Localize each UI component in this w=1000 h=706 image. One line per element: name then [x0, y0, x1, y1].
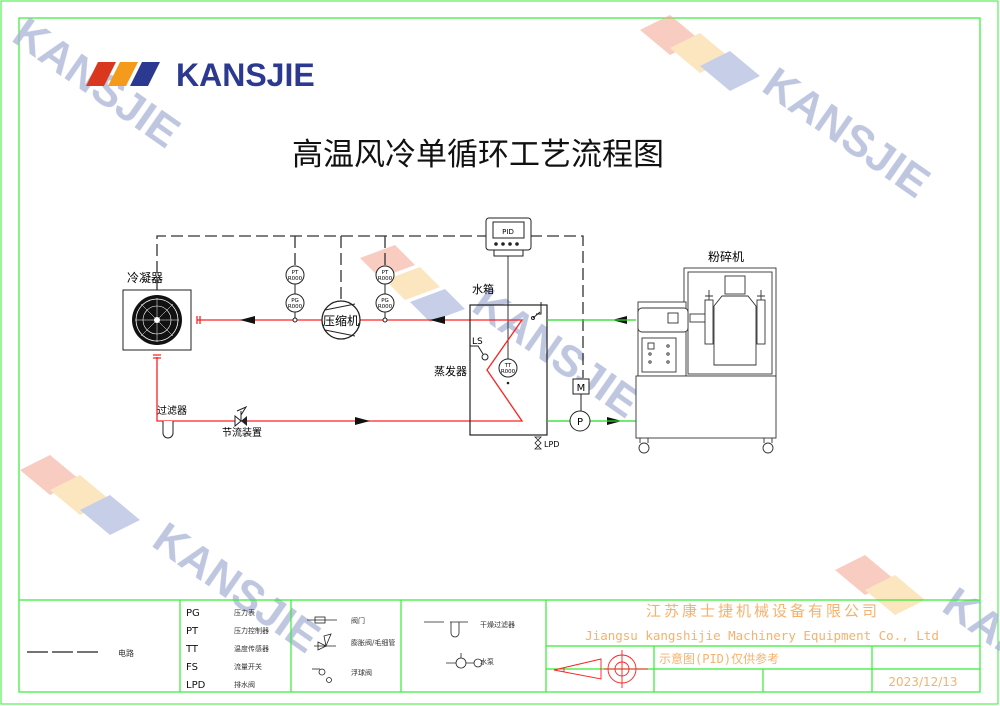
refrigerant-loop — [156, 319, 524, 422]
svg-text:阀门: 阀门 — [351, 616, 365, 625]
svg-text:LS: LS — [472, 337, 483, 347]
motor-label: M — [577, 383, 586, 394]
svg-text:R000: R000 — [378, 304, 393, 310]
throttle-label: 节流装置 — [222, 426, 262, 439]
expansion-valve-icon — [234, 405, 248, 428]
svg-text:排水阀: 排水阀 — [234, 680, 255, 689]
svg-text:TT: TT — [185, 644, 199, 655]
watermark-text: KANSJIE — [144, 513, 328, 663]
logo-text: KANSJIE — [176, 57, 315, 93]
page-title: 高温风冷单循环工艺流程图 — [292, 137, 664, 173]
svg-text:PG: PG — [291, 298, 299, 304]
condenser — [122, 289, 192, 351]
compressor: 压缩机 — [321, 300, 361, 340]
company-name-en: Jiangsu kangshijie Machinery Equipment C… — [585, 628, 939, 643]
svg-text:FS: FS — [186, 662, 198, 673]
control-circuit-lines — [156, 235, 584, 378]
drawing-note: 示意图(PID)仅供参考 — [659, 651, 779, 666]
legend-grid — [19, 599, 980, 692]
water-tank — [469, 304, 548, 436]
watermark-text: KANSJIE — [464, 278, 648, 428]
svg-text:PG: PG — [186, 608, 200, 619]
svg-text:R000: R000 — [501, 369, 516, 375]
water-loop — [547, 319, 636, 422]
projection-symbol-icon — [553, 650, 648, 688]
svg-text:膨胀阀/毛细管: 膨胀阀/毛细管 — [351, 638, 395, 647]
drain-valve: LPD — [534, 436, 559, 450]
svg-text:PT: PT — [292, 270, 299, 276]
arrow-left-icon — [430, 316, 445, 324]
condenser-label: 冷凝器 — [127, 270, 163, 285]
filter-drier-icon — [162, 421, 174, 439]
legend-circuit: 电路 — [118, 648, 134, 658]
pid-controller: PID — [485, 217, 532, 257]
arrow-left-icon — [240, 316, 255, 324]
watermark-text: KANSJIE — [754, 58, 938, 208]
crusher-label: 粉碎机 — [708, 249, 744, 264]
pump-label: P — [577, 417, 583, 428]
svg-text:PT: PT — [382, 270, 389, 276]
svg-text:TT: TT — [504, 363, 512, 369]
lpd-label: LPD — [544, 440, 559, 449]
pipe-fittings — [153, 316, 201, 359]
kansjie-logo: KANSJIE — [86, 57, 315, 93]
watermark-stripes — [20, 15, 925, 615]
svg-text:R000: R000 — [288, 276, 303, 282]
svg-text:浮球阀: 浮球阀 — [351, 668, 372, 677]
tank-label: 水箱 — [472, 282, 494, 296]
svg-text:R000: R000 — [288, 304, 303, 310]
evaporator-label: 蒸发器 — [434, 364, 467, 378]
crusher-machine — [635, 267, 777, 454]
filter-label: 过滤器 — [157, 404, 187, 417]
compressor-label: 压缩机 — [323, 313, 359, 328]
svg-text:水泵: 水泵 — [480, 657, 494, 666]
title-block: 江苏康士捷机械设备有限公司 Jiangsu kangshijie Machine… — [585, 602, 957, 689]
svg-text:PG: PG — [381, 298, 389, 304]
svg-text:压力控制器: 压力控制器 — [234, 626, 269, 635]
svg-text:LPD: LPD — [186, 680, 206, 691]
float-valve-icon — [531, 302, 542, 320]
drawing-frame — [18, 17, 981, 693]
legend: 电路 PG PT TT FS LPD 压力表 压力控制器 温度传感器 流量开关 … — [27, 608, 515, 691]
company-name-cn: 江苏康士捷机械设备有限公司 — [646, 602, 880, 620]
svg-text:流量开关: 流量开关 — [234, 662, 262, 671]
arrow-right-icon — [355, 417, 370, 425]
svg-text:干燥过滤器: 干燥过滤器 — [480, 620, 515, 629]
svg-text:温度传感器: 温度传感器 — [234, 644, 269, 653]
svg-text:压力表: 压力表 — [234, 608, 255, 617]
drawing-date: 2023/12/13 — [888, 675, 957, 689]
svg-text:PT: PT — [186, 626, 199, 637]
svg-text:R000: R000 — [378, 276, 393, 282]
pid-label: PID — [502, 228, 514, 236]
pump: M P — [569, 378, 591, 432]
level-switch: LS — [470, 337, 489, 361]
